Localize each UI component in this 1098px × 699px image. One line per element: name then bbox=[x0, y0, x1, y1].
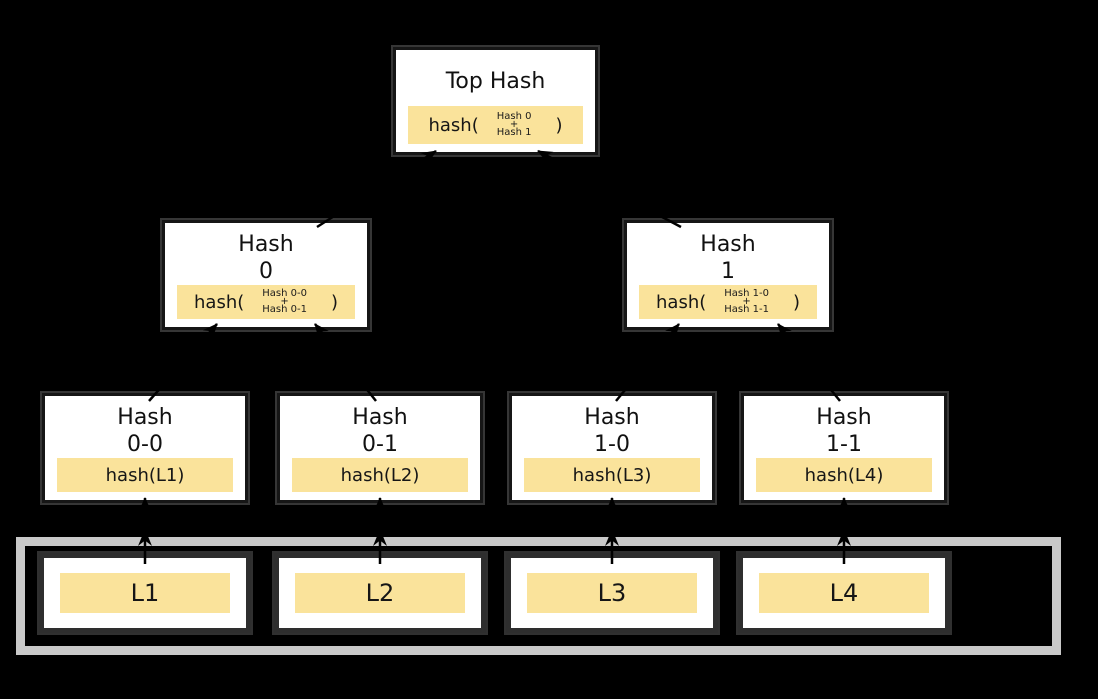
data-block-l4: L4 bbox=[738, 553, 950, 633]
operand-top: Hash 0 bbox=[496, 111, 532, 122]
node-top-hash: Top Hash hash( Hash 0 + Hash 1 ) bbox=[393, 47, 598, 155]
arrow-hash-1-to-top-hash bbox=[537, 149, 682, 229]
data-block-l1-label: L1 bbox=[60, 573, 230, 613]
operand-bottom: Hash 1 bbox=[496, 127, 532, 138]
hash-func-close: ) bbox=[330, 291, 338, 313]
operand-stack: Hash 1-0 + Hash 1-1 bbox=[724, 289, 769, 315]
arrow-hash-0-0-to-hash-0 bbox=[148, 323, 218, 402]
data-block-l3: L3 bbox=[506, 553, 718, 633]
title-line1: Hash bbox=[117, 405, 173, 430]
data-block-l1: L1 bbox=[39, 553, 251, 633]
hash-0-formula: hash( Hash 0-0 + Hash 0-1 ) bbox=[177, 285, 355, 319]
hash-value-text: hash(L3) bbox=[572, 464, 652, 486]
operand-bottom: Hash 0-1 bbox=[262, 304, 307, 315]
title-line1: Hash bbox=[816, 405, 872, 430]
title-line2: 0-1 bbox=[362, 432, 398, 457]
hash-1-formula: hash( Hash 1-0 + Hash 1-1 ) bbox=[639, 285, 817, 319]
hash-func-open: hash( bbox=[428, 114, 479, 136]
hash-value-text: hash(L4) bbox=[804, 464, 884, 486]
hash-1-1-value: hash(L4) bbox=[756, 458, 932, 492]
title-line1: Hash bbox=[238, 232, 294, 257]
hash-0-0-value: hash(L1) bbox=[57, 458, 233, 492]
hash-func-open: hash( bbox=[656, 291, 707, 313]
plus-operator: + bbox=[280, 296, 289, 307]
hash-1-0-value: hash(L3) bbox=[524, 458, 700, 492]
hash-value-text: hash(L1) bbox=[105, 464, 185, 486]
title-line2: 1-1 bbox=[826, 432, 862, 457]
data-block-l3-label: L3 bbox=[527, 573, 697, 613]
plus-operator: + bbox=[742, 296, 751, 307]
hash-0-1-value: hash(L2) bbox=[292, 458, 468, 492]
operand-top: Hash 1-0 bbox=[724, 288, 769, 299]
title-line1: Hash bbox=[700, 232, 756, 257]
top-hash-title: Top Hash bbox=[445, 69, 546, 94]
top-hash-formula: hash( Hash 0 + Hash 1 ) bbox=[408, 106, 583, 144]
hash-func-close: ) bbox=[792, 291, 800, 313]
operand-stack: Hash 0-0 + Hash 0-1 bbox=[262, 289, 307, 315]
arrow-hash-0-to-top-hash bbox=[316, 149, 437, 229]
data-block-l2: L2 bbox=[274, 553, 486, 633]
arrow-hash-1-0-to-hash-1 bbox=[615, 323, 680, 402]
operand-top: Hash 0-0 bbox=[262, 288, 307, 299]
arrow-hash-0-1-to-hash-0 bbox=[314, 323, 377, 402]
title-line2: 0 bbox=[259, 259, 273, 284]
operand-stack: Hash 0 + Hash 1 bbox=[497, 112, 532, 138]
plus-operator: + bbox=[509, 119, 519, 130]
title-line2: 1 bbox=[721, 259, 735, 284]
title-line2: 0-0 bbox=[127, 432, 163, 457]
hash-func-open: hash( bbox=[194, 291, 245, 313]
hash-value-text: hash(L2) bbox=[340, 464, 420, 486]
data-block-l4-label: L4 bbox=[759, 573, 929, 613]
data-block-l2-label: L2 bbox=[295, 573, 465, 613]
operand-bottom: Hash 1-1 bbox=[724, 304, 769, 315]
hash-func-close: ) bbox=[555, 114, 563, 136]
arrow-hash-1-1-to-hash-1 bbox=[777, 323, 841, 402]
title-line1: Hash bbox=[584, 405, 640, 430]
title-line1: Hash bbox=[352, 405, 408, 430]
title-line2: 1-0 bbox=[594, 432, 630, 457]
